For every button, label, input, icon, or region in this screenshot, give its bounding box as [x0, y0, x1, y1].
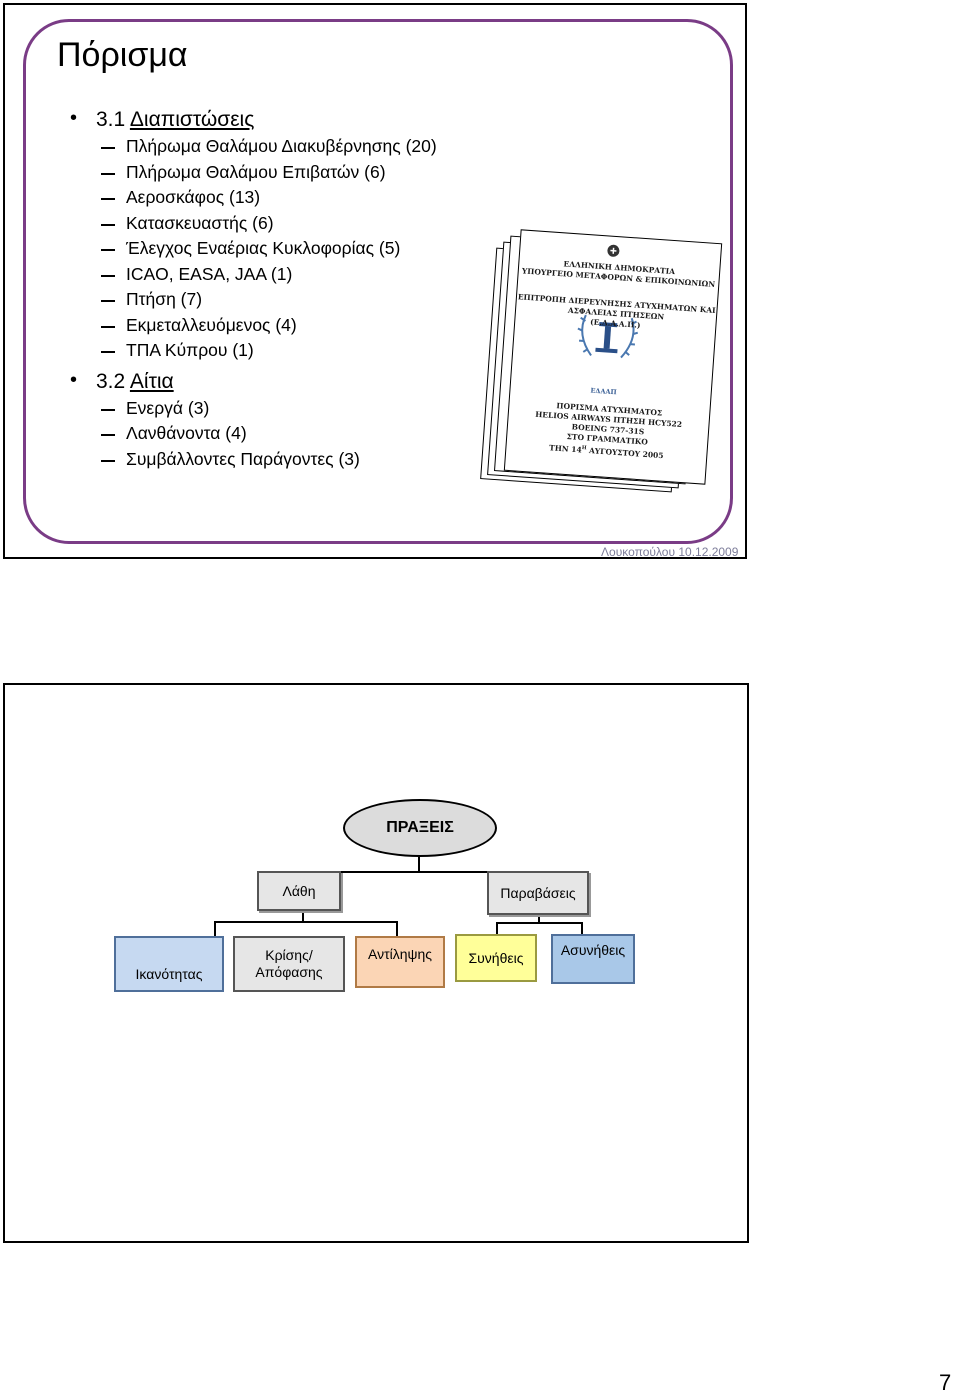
report-sheet-front: ΕΛΛΗΝΙΚΗ ΔΗΜΟΚΡΑΤΙΑ ΥΠΟΥΡΓΕΙΟ ΜΕΤΑΦΟΡΩΝ … [503, 229, 723, 485]
section-heading: Αίτια [129, 369, 174, 393]
list-item: Έλεγχος Εναέριας Κυκλοφορίας (5) [70, 236, 437, 262]
connector-line [496, 922, 582, 924]
node-routine: Συνήθεις [455, 934, 537, 982]
connector-line [302, 911, 304, 921]
list-item: Συμβάλλοντες Παράγοντες (3) [70, 447, 437, 473]
list-item: Κατασκευαστής (6) [70, 211, 437, 237]
connector-line [538, 915, 540, 923]
node-actions: ΠΡΑΞΕΙΣ [343, 799, 497, 857]
page-number: 7 [939, 1370, 952, 1395]
connector-line [418, 857, 420, 871]
node-errors: Λάθη [257, 871, 341, 911]
connector-line [302, 871, 540, 873]
section-number: 3.1 [96, 108, 126, 131]
list-item: Πτήση (7) [70, 287, 437, 313]
slide-title: Πόρισμα [57, 36, 188, 74]
connector-line [214, 921, 398, 923]
section-findings: 3.1 Διαπιστώσεις [70, 107, 437, 132]
node-skill: Ικανότητας [114, 936, 224, 992]
section-heading: Διαπιστώσεις [129, 108, 255, 131]
findings-list: 3.1 Διαπιστώσεις Πλήρωμα Θαλάμου Διακυβέ… [70, 107, 437, 478]
list-item: Πλήρωμα Θαλάμου Διακυβέρνησης (20) [70, 134, 437, 160]
section-number: 3.2 [96, 369, 126, 393]
connector-line [581, 922, 583, 934]
slide-footer: Λουκοπούλου 10.12.2009 [601, 545, 739, 559]
slide-frame [23, 19, 733, 544]
laurel-wreath-icon [577, 314, 639, 359]
connector-line [396, 921, 398, 936]
node-violations: Παραβάσεις [487, 871, 589, 915]
list-item: Ενεργά (3) [70, 396, 437, 422]
connector-line [214, 921, 216, 936]
list-item: ICAO, EASA, JAA (1) [70, 262, 437, 288]
report-cover-image: ΕΛΛΗΝΙΚΗ ΔΗΜΟΚΡΑΤΙΑ ΥΠΟΥΡΓΕΙΟ ΜΕΤΑΦΟΡΩΝ … [480, 229, 728, 498]
report-graphics [577, 244, 639, 359]
list-item: ΤΠΑ Κύπρου (1) [70, 338, 437, 364]
findings-sublist: Πλήρωμα Θαλάμου Διακυβέρνησης (20) Πλήρω… [70, 134, 437, 364]
node-exceptional: Ασυνήθεις [551, 934, 635, 984]
state-emblem-icon [607, 244, 620, 257]
list-item: Εκμεταλλευόμενος (4) [70, 313, 437, 339]
slide-actions-diagram: ΠΡΑΞΕΙΣ Λάθη Παραβάσεις Ικανότητας Κρίση… [3, 683, 749, 1243]
section-causes: 3.2 Αίτια [70, 369, 437, 394]
connector-line [496, 922, 498, 934]
node-judgement: Κρίσης/ Απόφασης [233, 936, 345, 992]
list-item: Πλήρωμα Θαλάμου Επιβατών (6) [70, 160, 437, 186]
list-item: Λανθάνοντα (4) [70, 421, 437, 447]
causes-sublist: Ενεργά (3) Λανθάνοντα (4) Συμβάλλοντες Π… [70, 396, 437, 473]
list-item: Αεροσκάφος (13) [70, 185, 437, 211]
node-perception: Αντίληψης [355, 936, 445, 988]
